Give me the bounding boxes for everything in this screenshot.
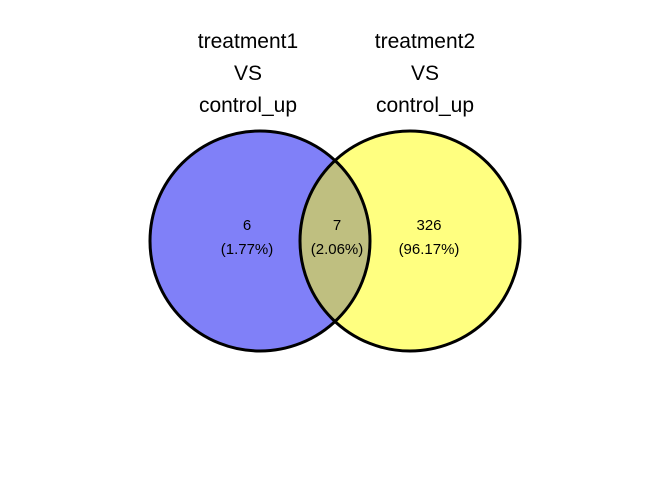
region-percent-intersection: (2.06%) <box>311 241 364 258</box>
set-title-left-line2: VS <box>234 62 262 85</box>
venn-circle-right-outline <box>298 129 522 353</box>
region-count-right-only: 326 <box>416 217 441 234</box>
set-title-right-line1: treatment2 <box>375 30 475 53</box>
region-count-left-only: 6 <box>243 217 251 234</box>
set-title-left-line1: treatment1 <box>198 30 298 53</box>
region-percent-right-only: (96.17%) <box>399 241 460 258</box>
venn-circle-left-outline <box>148 129 372 353</box>
set-title-left-line3: control_up <box>199 94 297 117</box>
set-title-right-line3: control_up <box>376 94 474 117</box>
set-title-right-line2: VS <box>411 62 439 85</box>
region-percent-left-only: (1.77%) <box>221 241 274 258</box>
region-count-intersection: 7 <box>333 217 341 234</box>
